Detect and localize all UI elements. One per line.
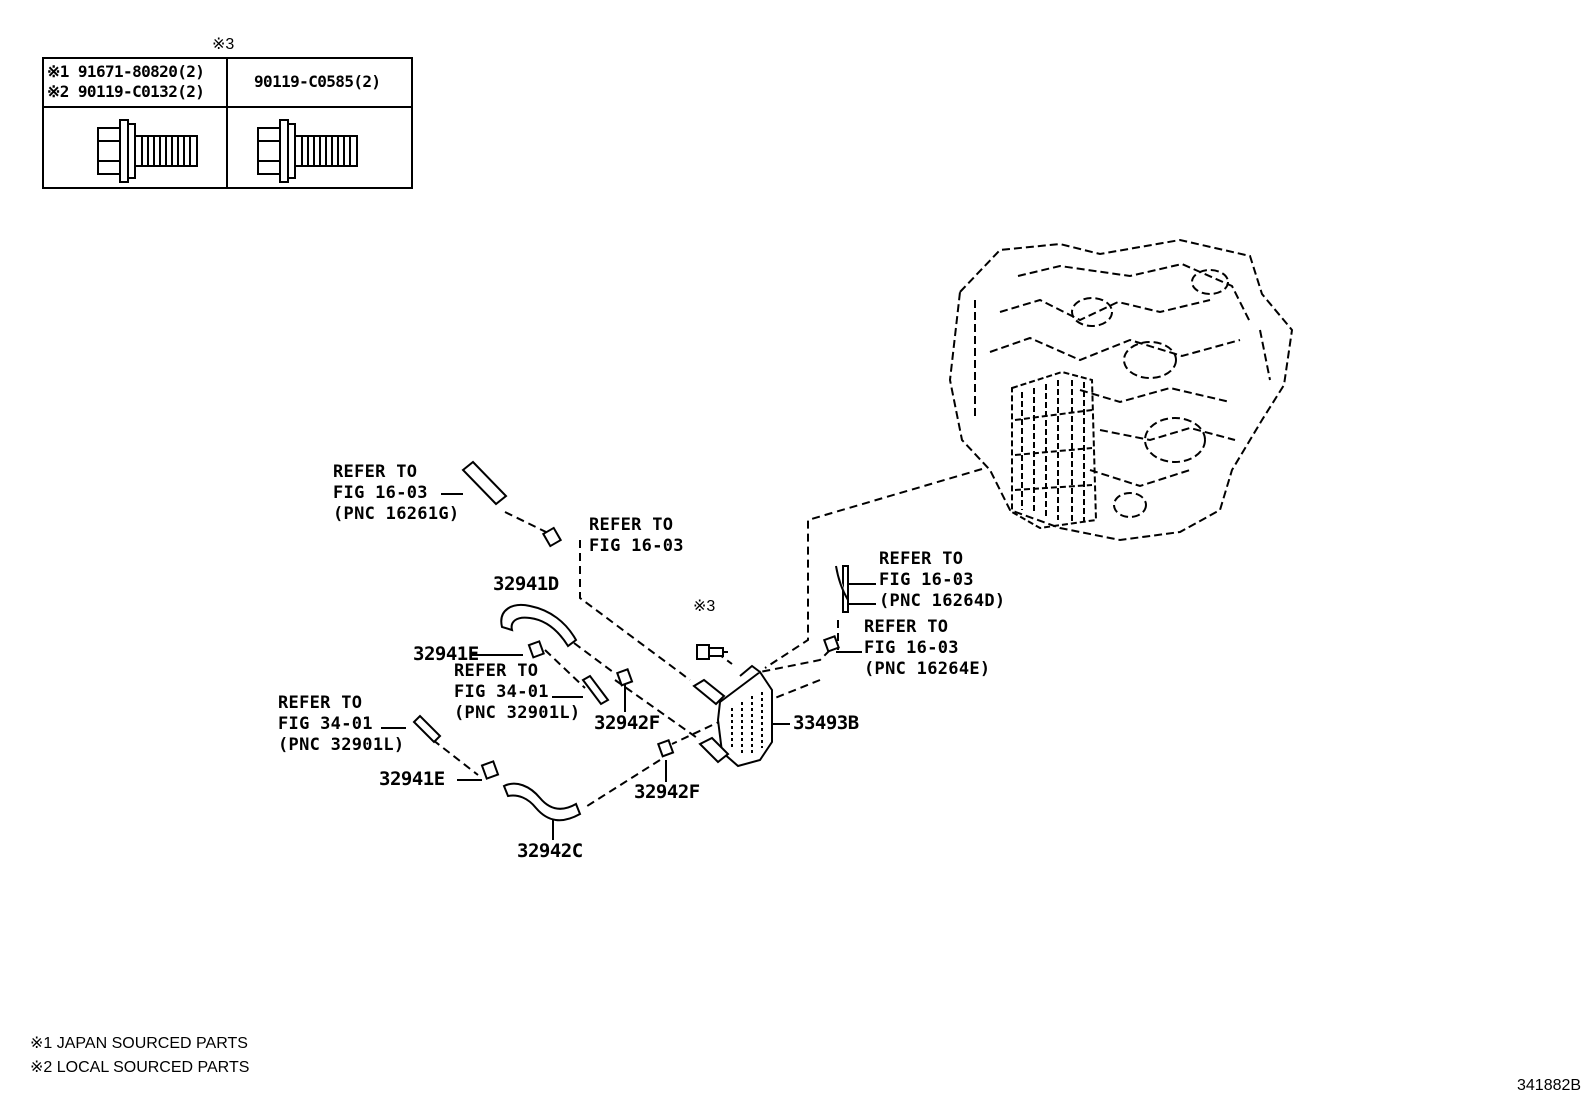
part-number-32942f-lower[interactable]: 32942F [634,781,700,803]
flange-bolt-with-washer-icon [257,119,358,183]
illustration-id: 341882B [1517,1077,1582,1094]
callout-line: REFER TO [454,661,539,681]
transaxle-valve-body [1011,370,1098,530]
callout-line: REFER TO [879,549,964,569]
table-header-mark: ※3 [212,36,235,53]
callout-line: FIG 34-01 [454,682,549,702]
callout-line: (PNC 16264E) [864,659,991,679]
transaxle-assembly-icon [948,238,1294,542]
callout-line: FIG 16-03 [333,483,428,503]
footnote-japan-sourced: ※1 JAPAN SOURCED PARTS [30,1035,248,1052]
callout-line: (PNC 32901L) [454,703,581,723]
callout-line: FIG 16-03 [879,570,974,590]
callout-refer-32901l-mid[interactable]: REFER TO FIG 34-01 (PNC 32901L) [454,661,580,724]
part-number-32941e-lower[interactable]: 32941E [379,768,445,790]
fastener-table [42,57,413,189]
callout-line: FIG 16-03 [864,638,959,658]
callout-refer-16-03[interactable]: REFER TO FIG 16-03 [589,515,684,557]
callout-line: REFER TO [864,617,949,637]
footnote-local-sourced: ※2 LOCAL SOURCED PARTS [30,1059,250,1076]
part-number-32941d[interactable]: 32941D [493,573,559,595]
part-number-33493b[interactable]: 33493B [793,712,859,734]
callout-refer-32901l-left[interactable]: REFER TO FIG 34-01 (PNC 32901L) [278,693,404,756]
callout-line: (PNC 16261G) [333,504,460,524]
hose-icon [412,460,849,822]
bolt-mark-label[interactable]: ※3 [693,598,716,615]
table-left-header-line2: ※2 90119-C0132(2) [47,82,205,101]
callout-refer-16264d[interactable]: REFER TO FIG 16-03 (PNC 16264D) [879,549,1005,612]
table-left-header-line1: ※1 91671-80820(2) [47,62,205,81]
flange-bolt-with-washer-icon [97,119,198,183]
callout-line: (PNC 16264D) [879,591,1006,611]
callout-line: (PNC 32901L) [278,735,405,755]
part-number-32942f-mid[interactable]: 32942F [594,712,660,734]
table-right-header: 90119-C0585(2) [254,72,381,91]
oil-cooler-icon [692,664,773,768]
part-number-32941e-upper[interactable]: 32941E [413,643,479,665]
leader-lines [381,493,876,840]
callout-refer-16264e[interactable]: REFER TO FIG 16-03 (PNC 16264E) [864,617,990,680]
callout-line: REFER TO [278,693,363,713]
connection-lines [432,468,983,809]
callout-line: FIG 34-01 [278,714,373,734]
callout-line: REFER TO [589,515,674,535]
part-number-32942c[interactable]: 32942C [517,840,583,862]
hose-clamp-icon [480,526,840,780]
callout-refer-16261g[interactable]: REFER TO FIG 16-03 (PNC 16261G) [333,462,459,525]
callout-line: FIG 16-03 [589,536,684,556]
callout-line: REFER TO [333,462,418,482]
